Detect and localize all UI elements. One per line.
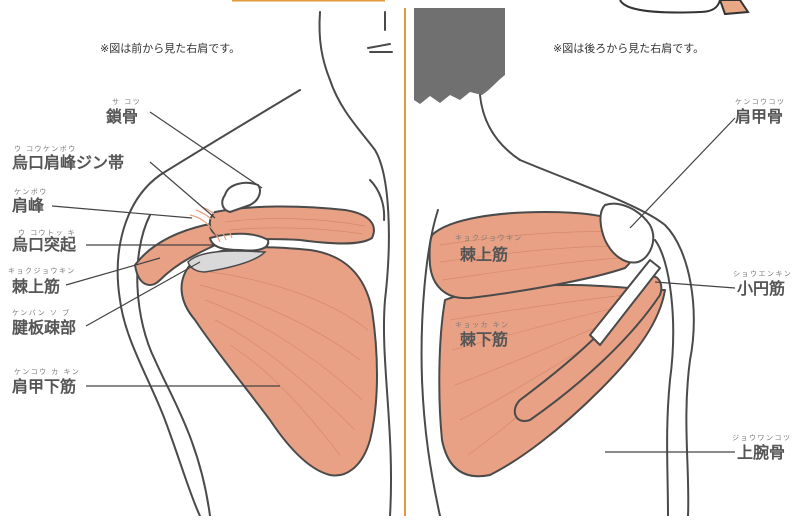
front-label-coracoacromial: 烏口肩峰ジン帯 — [12, 153, 124, 172]
leader-coracoacromial — [150, 162, 215, 218]
leader-teres-minor — [655, 282, 735, 288]
back-label-humerus: 上腕骨 — [737, 443, 785, 462]
front-label-ruby-2: ケンボウ — [14, 188, 48, 196]
back-label-ruby-2: ショウエンキン — [733, 270, 792, 278]
back-label-ruby-3: キョッカ キン — [455, 321, 510, 329]
front-label-acromion: 肩峰 — [12, 196, 45, 215]
back-note: ※図は後ろから見た右肩です。 — [553, 41, 704, 55]
front-label-rotator-interval: 腱板疎部 — [12, 318, 76, 337]
back-label-supraspinatus: 棘上筋 — [460, 245, 508, 264]
front-label-ruby-6: ケンコウ カ キン — [14, 368, 80, 376]
hand-icon — [620, 0, 748, 14]
neck-left-line — [319, 12, 330, 80]
back-label-ruby-4: ジョウワンコツ — [732, 434, 792, 442]
hair — [414, 8, 505, 104]
coracoid-process — [210, 234, 268, 251]
front-label-coracoid: 烏口突起 — [12, 235, 77, 254]
front-label-supraspinatus: 棘上筋 — [12, 277, 60, 296]
front-label-subscapularis: 肩甲下筋 — [12, 377, 76, 396]
back-view — [414, 8, 694, 516]
back-label-teres-minor: 小円筋 — [737, 279, 785, 298]
throat-mark — [368, 44, 392, 52]
front-view — [118, 12, 392, 516]
front-label-ruby-4: キョクジョウキン — [8, 267, 76, 275]
subscapularis-muscle — [182, 247, 377, 475]
front-label-clavicle: 鎖骨 — [106, 107, 138, 126]
front-note: ※図は前から見た右肩です。 — [100, 41, 240, 55]
front-label-ruby-1: ウ コウケンボウ — [14, 145, 77, 153]
back-label-infraspinatus: 棘下筋 — [460, 330, 508, 349]
leader-scapula — [630, 118, 735, 228]
back-neck-line — [480, 95, 520, 160]
back-label-ruby-1: キョクジョウキン — [455, 234, 523, 242]
leader-acromion — [52, 206, 192, 218]
back-label-ruby-0: ケンコウコツ — [735, 98, 786, 106]
back-label-scapula: 肩甲骨 — [735, 107, 783, 126]
pectoral-line — [370, 180, 384, 220]
front-label-ruby-0: サ コツ — [112, 98, 141, 106]
front-label-ruby-5: ケンバン ソ ブ — [12, 308, 71, 317]
